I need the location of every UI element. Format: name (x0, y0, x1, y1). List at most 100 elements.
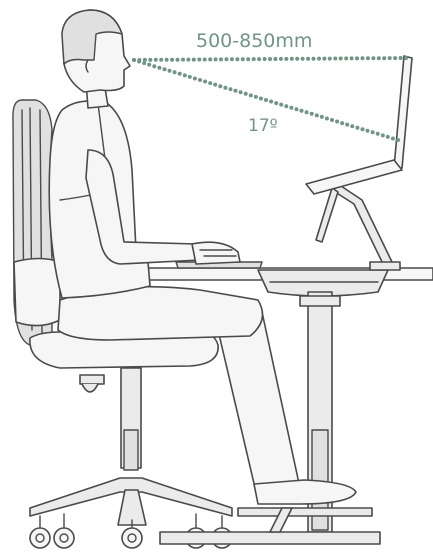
sight-line-angled-dot (340, 121, 344, 125)
sight-line-horizontal-dot (290, 57, 294, 61)
sight-line-horizontal-dot (263, 57, 267, 61)
sight-line-angled-dot (269, 100, 273, 104)
laptop-base (306, 160, 402, 194)
footrest (238, 508, 372, 516)
sight-line-horizontal-dot (170, 58, 174, 62)
sight-line-horizontal-dot (181, 58, 185, 62)
sight-line-horizontal-dot (148, 58, 152, 62)
sight-line-angled-dot (284, 104, 288, 108)
sight-line-angled-dot (147, 63, 151, 67)
sight-line-angled-dot (213, 83, 217, 87)
person-arm (86, 150, 200, 264)
sight-line-horizontal-dot (257, 57, 261, 61)
sight-line-angled-dot (295, 107, 299, 111)
sight-line-angled-dot (330, 118, 334, 122)
sight-line-angled-dot (355, 126, 359, 130)
angle-label: 17º (248, 116, 278, 136)
sight-line-angled-dot (386, 135, 390, 139)
sight-line-angled-dot (198, 78, 202, 82)
distance-label: 500-850mm (196, 30, 312, 52)
sight-line-horizontal-dot (230, 57, 234, 61)
sight-line-angled-dot (350, 124, 354, 128)
sight-line-angled-dot (137, 60, 141, 64)
sight-line-horizontal-dot (186, 58, 190, 62)
sight-line-angled-dot (132, 58, 136, 62)
sight-line-horizontal-dot (154, 58, 158, 62)
sight-line-angled-dot (335, 120, 339, 124)
laptop-stand (316, 184, 400, 270)
sight-line-horizontal-dot (165, 58, 169, 62)
sight-line-horizontal-dot (268, 57, 272, 61)
sight-line-angled-dot (208, 81, 212, 85)
sight-line-angled-dot (168, 69, 172, 73)
sight-line-angled-dot (234, 89, 238, 93)
sight-line-horizontal-dot (301, 57, 305, 61)
person-lower-leg (218, 312, 300, 492)
sight-line-angled-dot (315, 113, 319, 117)
sight-line-horizontal-dot (192, 58, 196, 62)
sight-line-horizontal-dot (295, 57, 299, 61)
sight-line-angled-dot (163, 67, 167, 71)
laptop (306, 56, 412, 194)
sight-line-horizontal-dot (366, 56, 370, 60)
sight-line-horizontal-dot (371, 56, 375, 60)
sight-line-horizontal-dot (355, 56, 359, 60)
sight-line-horizontal-dot (241, 57, 245, 61)
sight-line-angled-dot (244, 92, 248, 96)
sight-line-horizontal-dot (284, 57, 288, 61)
sight-line-angled-dot (193, 77, 197, 81)
sight-line-angled-dot (366, 129, 370, 133)
sight-line-angled-dot (345, 123, 349, 127)
sight-line-horizontal-dot (339, 57, 343, 61)
sight-line-angled-dot (223, 86, 227, 90)
chair-lumbar (14, 259, 60, 326)
sight-line-angled-dot (173, 70, 177, 74)
sight-line-angled-dot (376, 132, 380, 136)
sight-line-angled-dot (254, 95, 258, 99)
sight-line-angled-dot (391, 137, 395, 141)
desk-foot (160, 532, 380, 544)
sight-line-angled-dot (188, 75, 192, 79)
sight-line-angled-dot (229, 87, 233, 91)
sight-line-horizontal-dot (246, 57, 250, 61)
sight-line-horizontal-dot (203, 58, 207, 62)
sight-line-horizontal-dot (225, 57, 229, 61)
sight-line-angled-dot (203, 80, 207, 84)
sight-line-horizontal-dot (377, 56, 381, 60)
sight-line-horizontal-dot (333, 57, 337, 61)
sight-line-angled-dot (264, 98, 268, 102)
person-shoe (254, 480, 356, 504)
sight-line-horizontal-dot (382, 56, 386, 60)
sight-line-horizontal-dot (252, 57, 256, 61)
sight-line-horizontal-dot (322, 57, 326, 61)
sight-line-horizontal-dot (214, 57, 218, 61)
sight-line-horizontal-dot (328, 57, 332, 61)
sight-line-horizontal-dot (208, 57, 212, 61)
sight-line-horizontal-dot (361, 56, 365, 60)
sight-line-angled-dot (310, 112, 314, 116)
sight-line-horizontal-dot (388, 56, 392, 60)
sight-line-angled-dot (218, 84, 222, 88)
sight-line-angled-dot (289, 106, 293, 110)
sight-line-horizontal-dot (197, 58, 201, 62)
sight-line-horizontal-dot (399, 56, 403, 60)
sight-line-horizontal-dot (317, 57, 321, 61)
sight-line-horizontal-dot (176, 58, 180, 62)
sight-line-angled-dot (305, 110, 309, 114)
sight-line-angled-dot (320, 115, 324, 119)
sight-line-horizontal-dot (219, 57, 223, 61)
person-hand (192, 242, 240, 264)
sight-line-angled-dot (259, 97, 263, 101)
sight-line-angled-dot (361, 127, 365, 131)
laptop-screen (394, 56, 412, 168)
sight-line-angled-dot (325, 117, 329, 121)
sight-line-angled-dot (183, 73, 187, 77)
sight-line-angled-dot (381, 133, 385, 137)
sight-line-angled-dot (396, 138, 400, 142)
sight-line-horizontal-dot (350, 56, 354, 60)
sight-line-horizontal-dot (312, 57, 316, 61)
sight-line-angled-dot (279, 103, 283, 107)
sight-line-horizontal-dot (344, 56, 348, 60)
sight-line-angled-dot (157, 66, 161, 70)
